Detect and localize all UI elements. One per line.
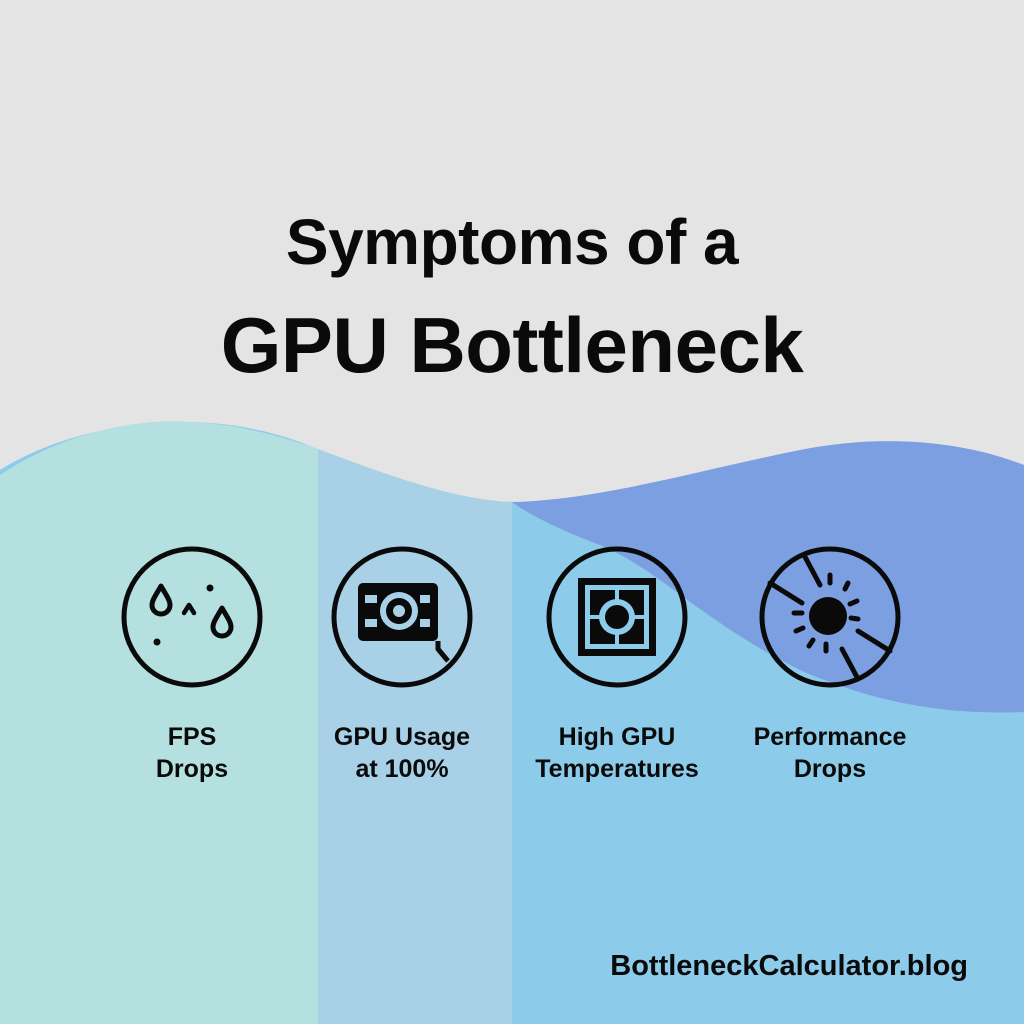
gpu-chip-temperature-icon — [546, 546, 688, 688]
symptom-fps-drops: FPS Drops — [92, 543, 292, 785]
gpu-card-usage-icon — [331, 546, 473, 688]
column-teal — [0, 421, 318, 1024]
symptom-high-temperatures: High GPU Temperatures — [517, 543, 717, 785]
performance-drop-sun-icon — [759, 546, 901, 688]
footer-site-link[interactable]: BottleneckCalculator.blog — [610, 950, 968, 982]
page-title-line2: GPU Bottleneck — [220, 301, 804, 389]
symptom-gpu-usage: GPU Usage at 100% — [302, 543, 502, 785]
page-title-line1: Symptoms of a — [285, 206, 739, 278]
symptom-label: High GPU Temperatures — [535, 723, 699, 783]
fps-drops-droplets-icon — [121, 546, 263, 688]
symptom-label: Performance Drops — [753, 723, 907, 783]
symptom-label: GPU Usage at 100% — [333, 723, 471, 783]
symptom-performance-drops: Performance Drops — [730, 543, 930, 785]
symptom-label: FPS Drops — [155, 723, 229, 783]
wave-indigo — [512, 441, 1024, 713]
